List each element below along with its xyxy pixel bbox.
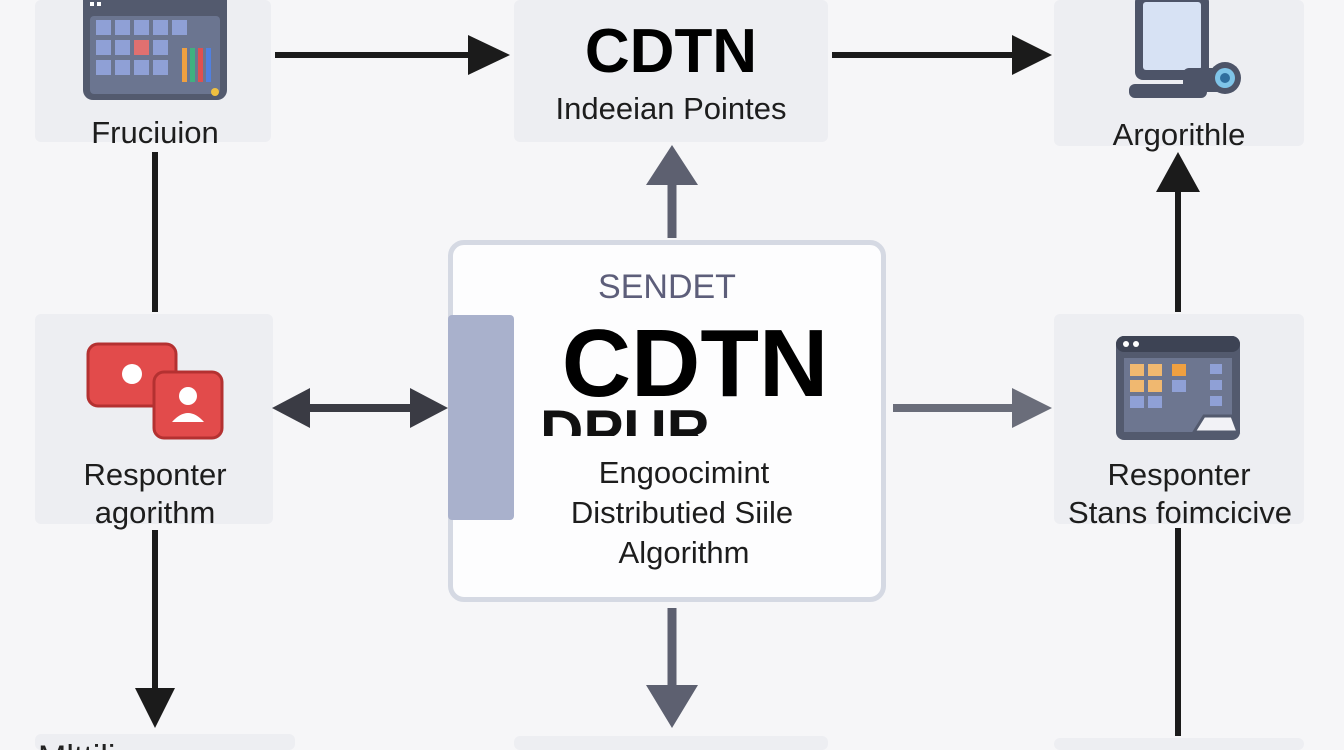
label-mid-right-line1: Responter xyxy=(1107,457,1251,492)
title-top-center: CDTN xyxy=(584,17,758,86)
subtitle-top-center: Indeeian Pointes xyxy=(555,91,787,126)
arrowhead-tc-to-tr xyxy=(1012,35,1052,75)
label-top-right: Argorithle xyxy=(1112,117,1246,152)
label-mid-right-line2: Stans foimcicive xyxy=(1068,495,1292,530)
calendar-grid-icon xyxy=(83,0,227,100)
center-side-bar xyxy=(448,315,514,520)
arrowhead-double-left-b xyxy=(410,388,448,428)
card-bottom-center xyxy=(514,736,828,750)
label-mid-left-line2: agorithm xyxy=(94,495,216,530)
center-line3: Algorithm xyxy=(618,535,750,570)
arrowhead-tl-to-tc xyxy=(468,35,510,75)
arrowhead-center-down xyxy=(646,685,698,728)
center-kicker: SENDET xyxy=(598,268,736,306)
center-line2: Distributied Siile xyxy=(570,495,794,530)
user-cards-icon xyxy=(86,342,224,440)
arrowhead-left-down xyxy=(135,688,175,728)
center-title: CDTN xyxy=(561,310,829,417)
label-top-left: Fruciuion xyxy=(91,115,219,150)
card-top-center xyxy=(514,0,828,142)
label-bottom-left: Mlttili xyxy=(38,738,278,750)
arrowhead-right-up xyxy=(1156,152,1200,192)
arrowhead-double-left-a xyxy=(272,388,310,428)
card-bottom-left xyxy=(35,734,295,750)
arrowhead-center-up xyxy=(646,145,698,185)
center-module-box xyxy=(448,240,886,602)
card-bottom-right xyxy=(1054,738,1304,750)
dashboard-window-icon xyxy=(1116,336,1241,440)
label-mid-left-line1: Responter xyxy=(83,457,227,492)
center-ghost-text: DPUR xyxy=(540,404,710,436)
arrowhead-center-right xyxy=(1012,388,1052,428)
center-line1: Engoocimint xyxy=(598,455,770,490)
tablet-camera-icon xyxy=(1129,0,1241,98)
